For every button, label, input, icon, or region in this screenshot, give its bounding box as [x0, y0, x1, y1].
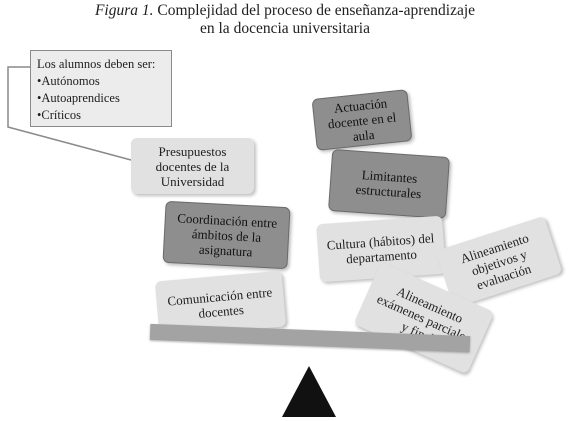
box-comunicacion-label: Comunicación entre docentes: [166, 284, 273, 321]
callout-item-autonomos: •Autónomos: [37, 74, 100, 88]
figure-label: Figura 1.: [94, 2, 154, 19]
figure-title-line1: Complejidad del proceso de enseñanza-apr…: [157, 2, 476, 19]
balance-fulcrum: [282, 366, 336, 417]
box-limitantes-label: Limitantes estructurales: [355, 167, 422, 202]
callout-item-autoaprendices: •Autoaprendices: [37, 91, 120, 105]
box-coordinacion: Coordinación entre ámbitos de la asignat…: [162, 200, 291, 270]
callout-item-criticos: •Críticos: [37, 108, 81, 122]
figure-title-line2: en la docencia universitaria: [200, 20, 370, 37]
students-callout: Los alumnos deben ser: •Autónomos •Autoa…: [30, 50, 172, 127]
figure-title: Figura 1. Complejidad del proceso de ens…: [0, 2, 570, 38]
box-actuacion-label: Actuación docente en el aula: [327, 94, 397, 144]
callout-heading: Los alumnos deben ser:: [37, 57, 156, 71]
box-presupuestos: Presupuestos docentes de la Universidad: [131, 138, 254, 194]
box-limitantes: Limitantes estructurales: [327, 148, 451, 220]
box-actuacion: Actuación docente en el aula: [311, 89, 413, 151]
box-presupuestos-label: Presupuestos docentes de la Universidad: [155, 143, 230, 189]
box-cultura-label: Cultura (hábitos) del departamento: [326, 230, 435, 267]
box-coordinacion-label: Coordinación entre ámbitos de la asignat…: [176, 209, 278, 259]
